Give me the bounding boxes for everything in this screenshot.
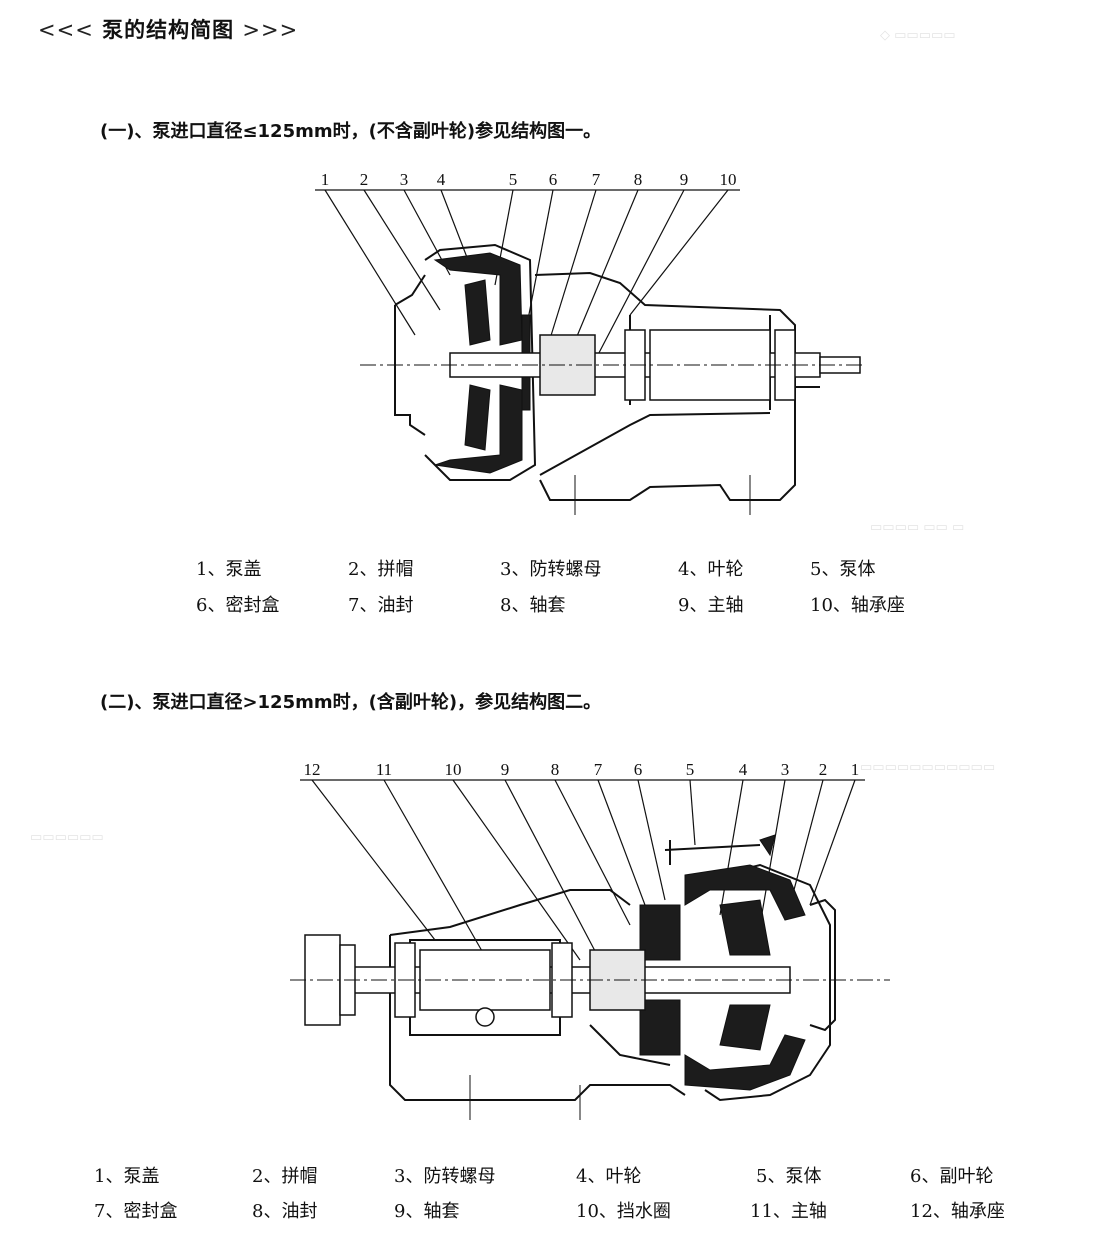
diagram-1-centerline <box>360 364 865 515</box>
diagram-1-callout-9: 9 <box>680 170 689 189</box>
diagram-1-callout-3: 3 <box>400 170 409 189</box>
diagram-2-callout-9: 9 <box>501 760 510 779</box>
legend-2-item-2: 2、拼帽 <box>252 1166 318 1187</box>
legend-2-item-7: 7、密封盒 <box>94 1201 178 1222</box>
section-1-heading: (一)、泵进口直径≤125mm时，(不含副叶轮)参见结构图一。 <box>100 121 602 142</box>
legend-2-item-9: 9、轴套 <box>394 1201 460 1222</box>
diagram-1-callout-7: 7 <box>592 170 601 189</box>
legend-2-item-5: 5、泵体 <box>756 1166 822 1187</box>
diagram-2-callout-8: 8 <box>551 760 560 779</box>
legend-2-item-8: 8、油封 <box>252 1201 318 1222</box>
diagram-2-callout-7: 7 <box>594 760 603 779</box>
legend-1-item-5: 5、泵体 <box>810 559 876 580</box>
diagram-2-callout-1: 1 <box>851 760 860 779</box>
legend-2-item-11: 11、主轴 <box>750 1201 827 1222</box>
legend-2-item-10: 10、挡水圈 <box>576 1201 671 1222</box>
legend-1-item-7: 7、油封 <box>348 595 414 616</box>
page-title: <<< 泵的结构简图 >>> <box>38 14 298 44</box>
structure-diagram-2: 12 11 10 9 8 7 6 5 4 3 2 1 <box>290 760 890 1120</box>
diagram-1-callout-5: 5 <box>509 170 518 189</box>
legend-1-item-6: 6、密封盒 <box>196 595 280 616</box>
section-2-heading: (二)、泵进口直径>125mm时，(含副叶轮)，参见结构图二。 <box>100 692 602 713</box>
diagram-2-callout-4: 4 <box>739 760 748 779</box>
legend-2-item-3: 3、防转螺母 <box>394 1166 496 1187</box>
diagram-2-callout-2: 2 <box>819 760 828 779</box>
title-text: 泵的结构简图 <box>102 18 235 42</box>
diagram-1-callout-10: 10 <box>720 170 737 189</box>
diagram-2-callouts: 12 11 10 9 8 7 6 5 4 3 2 1 <box>304 760 860 779</box>
diagram-2-leaders <box>300 779 865 971</box>
legend-1-item-9: 9、主轴 <box>678 595 744 616</box>
diagram-2-callout-12: 12 <box>304 760 321 779</box>
diagram-1-callouts: 1 2 3 4 5 6 7 8 9 10 <box>321 170 737 189</box>
legend-1-item-10: 10、轴承座 <box>810 595 905 616</box>
title-suffix: >>> <box>242 18 299 42</box>
legend-2-item-4: 4、叶轮 <box>576 1166 642 1187</box>
diagram-2-callout-6: 6 <box>634 760 643 779</box>
diagram-1-callout-1: 1 <box>321 170 330 189</box>
diagram-2-centerline <box>290 979 890 1120</box>
title-prefix: <<< <box>38 18 94 42</box>
diagram-1-callout-6: 6 <box>549 170 558 189</box>
diagram-1-callout-4: 4 <box>437 170 446 189</box>
legend-1-item-2: 2、拼帽 <box>348 559 414 580</box>
diagram-2-callout-3: 3 <box>781 760 790 779</box>
legend-2-item-1: 1、泵盖 <box>94 1166 160 1187</box>
legend-1-item-4: 4、叶轮 <box>678 559 744 580</box>
diagram-1-callout-2: 2 <box>360 170 369 189</box>
diagram-2-impellers <box>639 834 806 1091</box>
legend-2-item-12: 12、轴承座 <box>910 1201 1005 1222</box>
diagram-2-callout-10: 10 <box>445 760 462 779</box>
diagram-2-callout-5: 5 <box>686 760 695 779</box>
legend-1-item-1: 1、泵盖 <box>196 559 262 580</box>
legend-1-item-8: 8、轴套 <box>500 595 566 616</box>
legend-1-item-3: 3、防转螺母 <box>500 559 602 580</box>
legend-2-item-6: 6、副叶轮 <box>910 1166 994 1187</box>
diagram-2-callout-11: 11 <box>376 760 392 779</box>
structure-diagram-1: 1 2 3 4 5 6 7 8 9 10 <box>315 170 865 515</box>
diagram-1-callout-8: 8 <box>634 170 643 189</box>
